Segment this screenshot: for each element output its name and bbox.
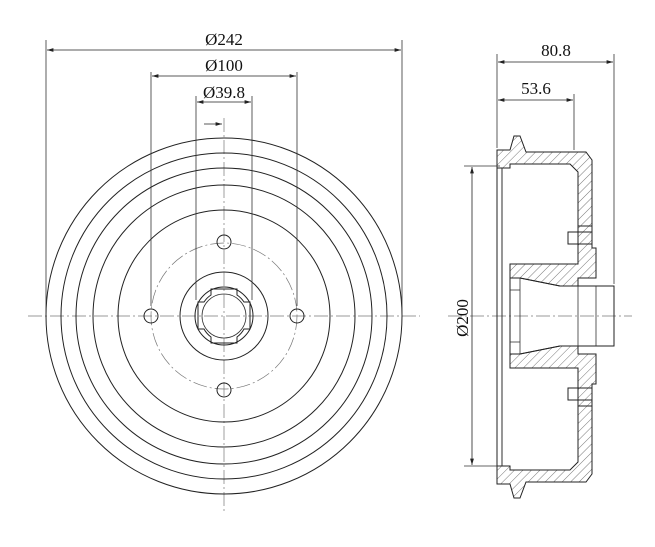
dim-total-height-label: 80.8 [541, 41, 571, 60]
bolt-hole-right [289, 308, 305, 324]
bolt-circle [150, 242, 298, 390]
drum-ring-5 [117, 209, 331, 423]
upper-wall-section [496, 135, 593, 227]
bolt-slot-upper [567, 231, 593, 245]
hub-bore-outer [194, 286, 254, 346]
lower-wall-section [496, 405, 593, 499]
dim-outer-diameter-label: Ø242 [205, 30, 243, 49]
drum-ring-3 [75, 167, 373, 465]
hub-upper-section [509, 225, 597, 287]
hub-outer [179, 271, 269, 361]
dim-hub-height-label: 53.6 [521, 79, 551, 98]
bolt-hole-bottom [216, 382, 232, 398]
bolt-hole-top [216, 234, 232, 250]
hub-bore-splined [197, 288, 251, 344]
hub-lower-section [509, 345, 597, 407]
drum-ring-2 [60, 152, 388, 480]
dim-drum-inner-diameter-label: Ø200 [453, 299, 472, 337]
dim-bolt-circle-label: Ø100 [205, 56, 243, 75]
drum-ring-4 [92, 184, 356, 448]
section-view: 80.8 53.6 Ø200 [448, 41, 632, 499]
dim-center-bore-label: Ø39.8 [203, 83, 245, 102]
hub-bore-inner [201, 293, 247, 339]
bolt-hole-left [143, 308, 159, 324]
bolt-slot-lower [567, 387, 593, 401]
front-view: Ø242 Ø100 Ø39.8 [28, 30, 420, 512]
